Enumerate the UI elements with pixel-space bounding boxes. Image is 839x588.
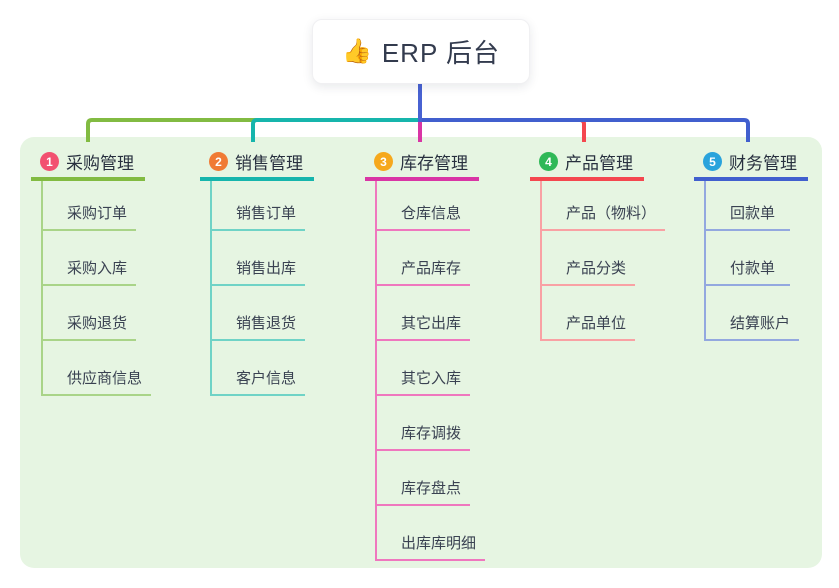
branch-5-child-1[interactable]: 回款单 [706,181,790,231]
branch-2-child-1[interactable]: 销售订单 [212,181,306,231]
branch-2-child-4[interactable]: 客户信息 [212,341,306,396]
branch-1: 1 采购管理 采购订单采购入库采购退货供应商信息 [31,146,152,396]
branch-4-child-2[interactable]: 产品分类 [542,231,636,286]
branch-3-child-2[interactable]: 产品库存 [377,231,471,286]
branch-3-child-4[interactable]: 其它入库 [377,341,471,396]
branch-3-child-5[interactable]: 库存调拨 [377,396,471,451]
branch-1-child-4[interactable]: 供应商信息 [43,341,152,396]
branch-2-children: 销售订单销售出库销售退货客户信息 [210,181,314,396]
branches-board: 1 采购管理 采购订单采购入库采购退货供应商信息 2 销售管理 销售订单销售出库… [20,137,822,568]
branch-label: 产品管理 [565,154,633,173]
thumbs-up-icon: 👍 [341,37,372,65]
branch-5-child-2[interactable]: 付款单 [706,231,790,286]
branch-label: 采购管理 [66,154,134,173]
branch-4-title[interactable]: 4 产品管理 [530,146,644,181]
branch-1-child-2[interactable]: 采购入库 [43,231,137,286]
branch-1-children: 采购订单采购入库采购退货供应商信息 [41,181,152,396]
branch-4-children: 产品（物料）产品分类产品单位 [540,181,666,341]
branch-number-badge: 4 [539,152,558,171]
branch-label: 销售管理 [235,154,303,173]
branch-1-child-3[interactable]: 采购退货 [43,286,137,341]
branch-2-title[interactable]: 2 销售管理 [200,146,314,181]
branch-5: 5 财务管理 回款单付款单结算账户 [694,146,808,341]
branch-3: 3 库存管理 仓库信息产品库存其它出库其它入库库存调拨库存盘点出库库明细 [365,146,486,561]
branch-1-title[interactable]: 1 采购管理 [31,146,145,181]
branch-3-title[interactable]: 3 库存管理 [365,146,479,181]
branch-2: 2 销售管理 销售订单销售出库销售退货客户信息 [200,146,314,396]
root-node-label: ERP 后台 [381,38,501,68]
branch-3-child-1[interactable]: 仓库信息 [377,181,471,231]
branch-3-child-7[interactable]: 出库库明细 [377,506,486,561]
branch-2-child-3[interactable]: 销售退货 [212,286,306,341]
branch-1-child-1[interactable]: 采购订单 [43,181,137,231]
branch-number-badge: 1 [40,152,59,171]
branch-number-badge: 2 [209,152,228,171]
branch-3-children: 仓库信息产品库存其它出库其它入库库存调拨库存盘点出库库明细 [375,181,486,561]
branch-5-child-3[interactable]: 结算账户 [706,286,800,341]
branch-number-badge: 5 [703,152,722,171]
branch-4-child-3[interactable]: 产品单位 [542,286,636,341]
branch-2-child-2[interactable]: 销售出库 [212,231,306,286]
branch-4: 4 产品管理 产品（物料）产品分类产品单位 [530,146,666,341]
branch-3-child-3[interactable]: 其它出库 [377,286,471,341]
branch-label: 财务管理 [729,154,797,173]
branch-label: 库存管理 [400,154,468,173]
branch-4-child-1[interactable]: 产品（物料） [542,181,666,231]
branch-3-child-6[interactable]: 库存盘点 [377,451,471,506]
branch-number-badge: 3 [374,152,393,171]
branch-5-title[interactable]: 5 财务管理 [694,146,808,181]
root-node-erp[interactable]: 👍 ERP 后台 [312,19,530,84]
branch-5-children: 回款单付款单结算账户 [704,181,808,341]
